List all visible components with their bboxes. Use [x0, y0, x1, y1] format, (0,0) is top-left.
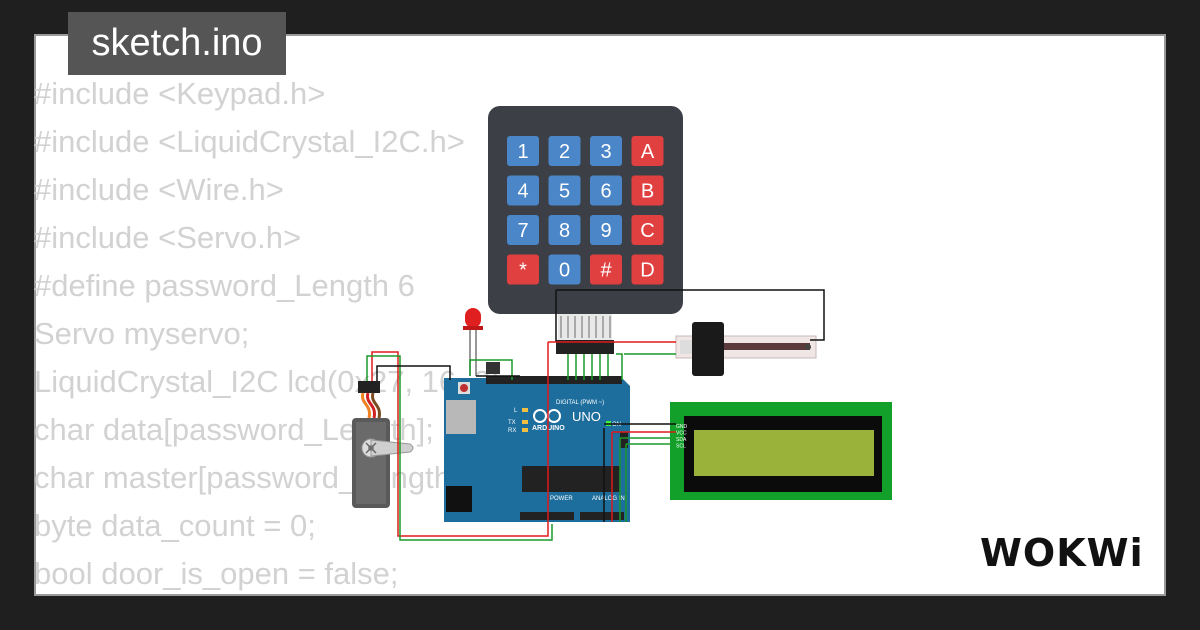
power-header: [520, 512, 574, 520]
usb-port: [446, 400, 476, 434]
reset-button[interactable]: [460, 384, 468, 392]
digital-header: [486, 376, 622, 384]
keypad-key[interactable]: 3: [590, 136, 622, 166]
arduino-uno: DIGITAL (PWM ~) ARDUINO UNO L TX RX ON P…: [444, 362, 630, 522]
slider-knob[interactable]: [692, 322, 724, 376]
servo-motor: [352, 381, 414, 508]
keypad-key[interactable]: 7: [507, 215, 539, 245]
power-jack: [446, 486, 472, 512]
keypad-key-label: *: [519, 260, 527, 282]
led-red: [463, 308, 483, 376]
keypad-key-label: 8: [559, 220, 570, 242]
keypad-key-label: A: [641, 141, 655, 163]
filename-badge: sketch.ino: [68, 12, 286, 75]
keypad-key-label: #: [600, 260, 612, 282]
keypad-key-label: 3: [600, 141, 611, 163]
keypad-key[interactable]: 1: [507, 136, 539, 166]
arduino-model: UNO: [572, 409, 601, 424]
keypad-key[interactable]: 6: [590, 175, 622, 206]
keypad-key[interactable]: #: [590, 254, 622, 285]
code-line: Servo myservo;: [34, 316, 250, 351]
code-line: bool door_is_open = false;: [34, 556, 399, 591]
keypad-key[interactable]: 0: [548, 254, 581, 285]
keypad-key-label: B: [641, 181, 654, 203]
wokwi-logo-text: WOKWi: [980, 531, 1144, 575]
keypad-key[interactable]: D: [631, 254, 664, 285]
keypad-key[interactable]: B: [631, 175, 664, 206]
keypad-key[interactable]: 9: [590, 215, 622, 245]
lcd-screen: [694, 430, 874, 476]
code-line: #include <Wire.h>: [34, 172, 284, 207]
microcontroller-chip: [522, 466, 620, 492]
analog-header: [580, 512, 624, 520]
keypad-key-label: 2: [559, 141, 570, 163]
lcd-pin-label: SCL: [676, 444, 686, 450]
wokwi-logo: WOKWi: [980, 531, 1144, 575]
code-preview: #include <Keypad.h> #include <LiquidCryst…: [34, 70, 612, 598]
led-label-tx: TX: [508, 420, 516, 426]
analog-label: ANALOG IN: [592, 496, 625, 502]
keypad-key[interactable]: A: [631, 136, 664, 166]
keypad-key-label: 6: [600, 181, 611, 203]
wires: [366, 289, 825, 541]
keypad-key-label: 0: [559, 260, 570, 282]
code-line: byte data_count = 0;: [34, 508, 316, 543]
keypad-key[interactable]: 8: [548, 215, 581, 245]
lcd-pin-label: SDA: [676, 437, 687, 443]
lcd-pin-label: VCC: [676, 431, 687, 437]
keypad-key-label: D: [640, 260, 654, 282]
keypad-key-label: 7: [517, 220, 528, 242]
led-label-l: L: [514, 408, 518, 414]
keypad-key-label: 5: [559, 181, 570, 203]
led-label-rx: RX: [508, 428, 516, 434]
code-line: #include <LiquidCrystal_I2C.h>: [34, 124, 465, 159]
keypad-key-label: 1: [517, 141, 528, 163]
keypad-key-label: C: [640, 220, 654, 242]
code-line: #define password_Length 6: [34, 268, 415, 303]
power-label: POWER: [550, 496, 573, 502]
keypad-key[interactable]: 5: [548, 175, 581, 206]
code-line: #include <Servo.h>: [34, 220, 302, 255]
code-line: #include <Keypad.h>: [34, 76, 326, 111]
slide-potentiometer: [675, 322, 817, 376]
keypad-key[interactable]: C: [631, 215, 664, 245]
keypad-key[interactable]: *: [507, 254, 539, 285]
keypad-ribbon: [556, 314, 614, 354]
lcd-pin-label: GND: [676, 424, 688, 430]
on-label: ON: [612, 422, 621, 428]
keypad-key[interactable]: 4: [507, 175, 539, 206]
keypad-key-label: 9: [600, 220, 611, 242]
keypad-key[interactable]: 2: [548, 136, 581, 166]
keypad: 1 2 3 A 4 5 6 B 7 8 9 C * 0 # D: [488, 106, 683, 354]
digital-label: DIGITAL (PWM ~): [556, 400, 604, 406]
keypad-key-label: 4: [517, 181, 528, 203]
